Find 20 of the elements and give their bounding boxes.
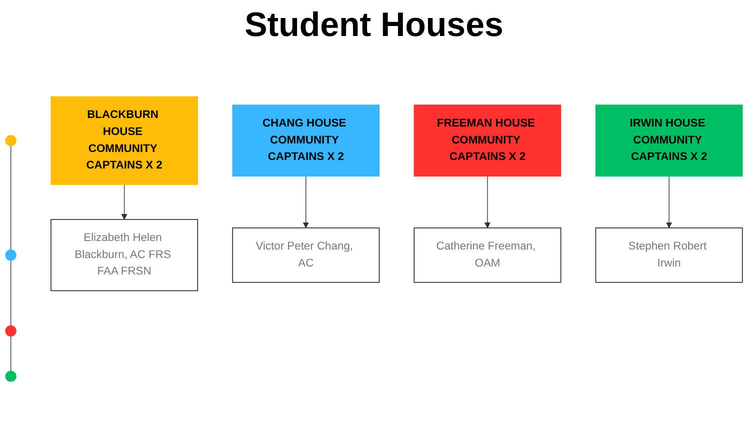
node-circle <box>5 134 16 146</box>
node-circle <box>5 325 16 336</box>
node-circle <box>5 249 16 261</box>
node-box: CHANG HOUSE COMMUNITY CAPTAINS X 2 <box>232 104 380 176</box>
title: Student Houses <box>244 6 504 45</box>
node-box: FREEMAN HOUSE COMMUNITY CAPTAINS X 2 <box>414 104 562 176</box>
arrow <box>666 176 672 228</box>
node-box: BLACKBURN HOUSE COMMUNITY CAPTAINS X 2 <box>50 96 198 185</box>
arrow <box>121 184 128 220</box>
connector <box>10 260 12 326</box>
connector <box>10 336 12 372</box>
node-box: Stephen Robert Irwin <box>595 227 743 283</box>
node-box: Catherine Freeman, OAM <box>414 227 562 283</box>
node-circle <box>5 370 16 382</box>
arrow <box>484 176 491 228</box>
node-box: Elizabeth Helen Blackburn, AC FRS FAA FRSN <box>50 219 198 292</box>
arrow <box>302 176 309 228</box>
connector <box>10 145 12 250</box>
node-box: IRWIN HOUSE COMMUNITY CAPTAINS X 2 <box>595 104 743 176</box>
node-box: Victor Peter Chang, AC <box>232 227 380 283</box>
